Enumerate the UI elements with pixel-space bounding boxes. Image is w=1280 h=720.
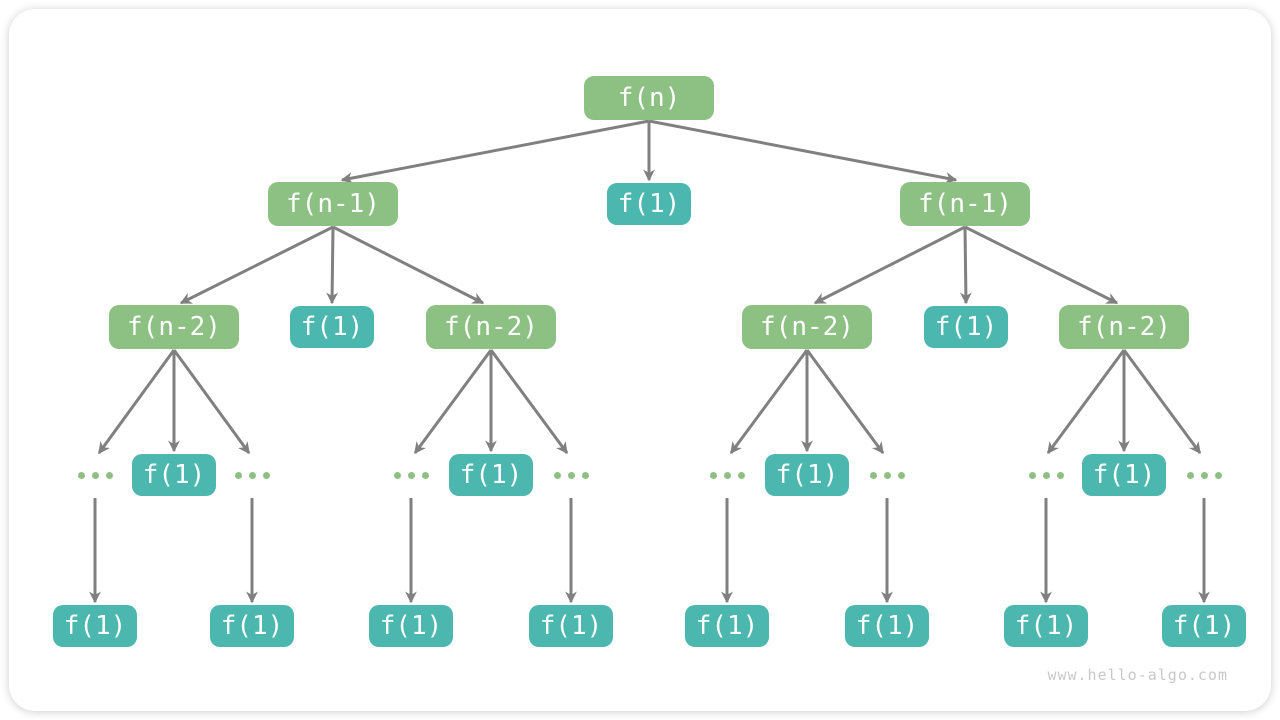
tree-node-f-1: f(1) [607, 183, 691, 225]
ellipsis-node [869, 471, 905, 479]
ellipsis-node [709, 471, 745, 479]
ellipsis-dot [883, 471, 891, 479]
diagram-card: f(n) f(n-1) f(1) f(n-1) f(n-2) f(1) f(n-2) f(n-… [9, 9, 1271, 711]
tree-node-f-1: f(1) [529, 605, 613, 647]
tree-node-f-n-1: f(n-1) [268, 182, 398, 226]
tree-node-f-1: f(1) [1082, 454, 1166, 496]
tree-node-f-n-2: f(n-2) [1059, 305, 1189, 349]
ellipsis-dot [723, 471, 731, 479]
ellipsis-node [393, 471, 429, 479]
ellipsis-dot [91, 471, 99, 479]
tree-node-f-1: f(1) [449, 454, 533, 496]
ellipsis-dot [1056, 471, 1064, 479]
ellipsis-node [1186, 471, 1222, 479]
ellipsis-dot [737, 471, 745, 479]
ellipsis-dot [553, 471, 561, 479]
tree-node-f-1: f(1) [685, 605, 769, 647]
ellipsis-dot [105, 471, 113, 479]
ellipsis-dot [567, 471, 575, 479]
ellipsis-node [234, 471, 270, 479]
ellipsis-dot [262, 471, 270, 479]
tree-nodes-layer: f(n) f(n-1) f(1) f(n-1) f(n-2) f(1) f(n-2) f(n-… [9, 9, 1280, 720]
ellipsis-dot [1214, 471, 1222, 479]
ellipsis-dot [1042, 471, 1050, 479]
ellipsis-dot [234, 471, 242, 479]
watermark: www.hello-algo.com [1047, 666, 1228, 684]
tree-node-f-1: f(1) [369, 605, 453, 647]
ellipsis-node [1028, 471, 1064, 479]
ellipsis-dot [1200, 471, 1208, 479]
tree-node-f-n-2: f(n-2) [426, 305, 556, 349]
tree-node-f-1: f(1) [924, 306, 1008, 348]
tree-node-f-n: f(n) [584, 76, 714, 120]
ellipsis-dot [581, 471, 589, 479]
ellipsis-dot [393, 471, 401, 479]
ellipsis-dot [421, 471, 429, 479]
ellipsis-dot [709, 471, 717, 479]
ellipsis-dot [1186, 471, 1194, 479]
ellipsis-node [77, 471, 113, 479]
ellipsis-dot [77, 471, 85, 479]
tree-node-f-n-2: f(n-2) [109, 305, 239, 349]
tree-node-f-1: f(1) [210, 605, 294, 647]
ellipsis-dot [897, 471, 905, 479]
tree-node-f-1: f(1) [132, 454, 216, 496]
tree-node-f-1: f(1) [53, 605, 137, 647]
ellipsis-dot [248, 471, 256, 479]
tree-node-f-n-1: f(n-1) [900, 182, 1030, 226]
tree-node-f-1: f(1) [845, 605, 929, 647]
tree-node-f-1: f(1) [1004, 605, 1088, 647]
ellipsis-dot [407, 471, 415, 479]
ellipsis-dot [1028, 471, 1036, 479]
ellipsis-dot [869, 471, 877, 479]
tree-node-f-1: f(1) [1162, 605, 1246, 647]
tree-node-f-n-2: f(n-2) [742, 305, 872, 349]
tree-node-f-1: f(1) [765, 454, 849, 496]
ellipsis-node [553, 471, 589, 479]
tree-node-f-1: f(1) [290, 306, 374, 348]
